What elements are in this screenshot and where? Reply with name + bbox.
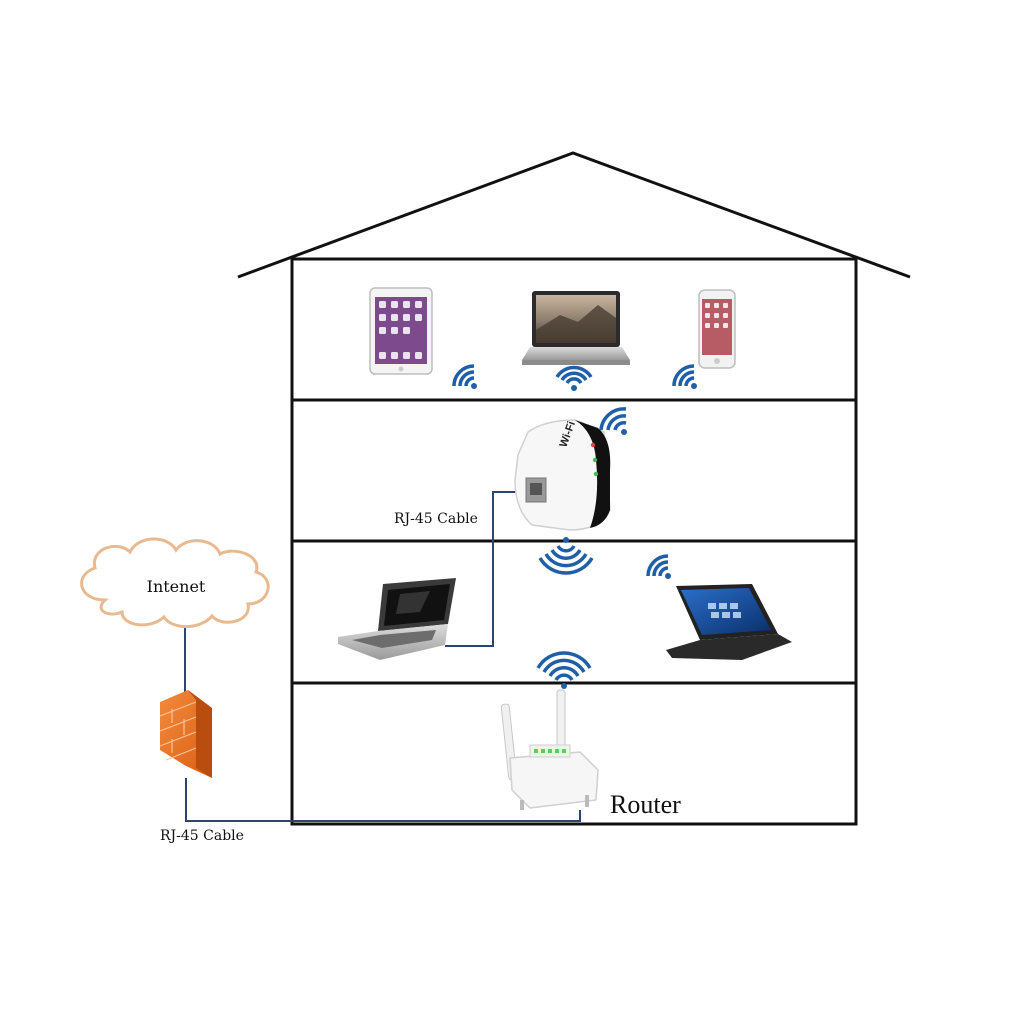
wifi-signal-icon — [555, 365, 593, 391]
cable-label-upper: RJ-45 Cable — [394, 511, 478, 527]
wifi-signal-icon — [536, 651, 592, 689]
roof — [237, 151, 911, 279]
cloud-icon: Intenet — [80, 537, 270, 629]
cables — [184, 491, 581, 822]
smartphone-icon — [698, 289, 736, 369]
router-icon — [500, 689, 599, 810]
cable-laptop-repeater — [445, 491, 528, 647]
router-label: Router — [610, 790, 681, 819]
house — [237, 151, 911, 826]
laptop-icon — [522, 291, 630, 365]
wifi-signals — [452, 364, 697, 689]
wifi-repeater-icon: Wi-Fi — [514, 419, 611, 531]
cable-label-lower: RJ-45 Cable — [160, 828, 244, 844]
wifi-signal-icon — [599, 407, 627, 435]
cable-firewall-router — [185, 778, 581, 822]
wifi-signal-icon — [672, 364, 697, 389]
firewall-icon — [159, 690, 212, 778]
convertible-laptop-icon — [666, 584, 792, 660]
laptop-icon — [338, 578, 456, 660]
tablet-icon — [369, 287, 433, 375]
wifi-signal-icon — [538, 537, 594, 575]
wifi-signal-icon — [646, 554, 671, 579]
internet-label: Intenet — [147, 577, 206, 596]
wifi-signal-icon — [452, 364, 477, 389]
